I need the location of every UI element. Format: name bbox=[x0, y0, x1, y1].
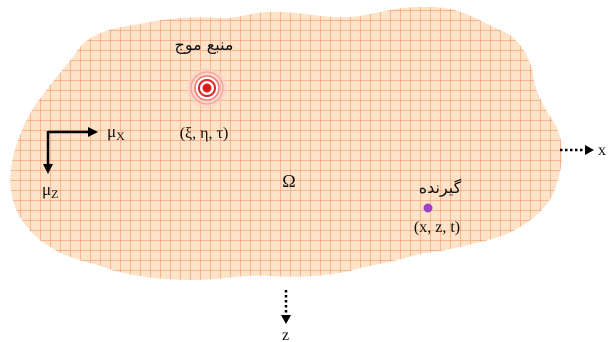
receiver-coords: (x, z, t) bbox=[414, 219, 460, 236]
unit-z-label: μZ bbox=[42, 180, 58, 201]
unit-vector-arrows bbox=[43, 127, 98, 174]
source-label: منبع موج bbox=[175, 35, 234, 55]
receiver-label: گیرنده bbox=[419, 178, 462, 198]
domain-label: Ω bbox=[282, 171, 295, 191]
receiver-dot bbox=[423, 203, 433, 213]
domain-region bbox=[10, 6, 562, 281]
z-axis-label: z bbox=[282, 327, 289, 342]
source-coords: (ξ, η, τ) bbox=[180, 125, 229, 142]
x-axis-arrow bbox=[560, 145, 594, 155]
unit-x-label: μX bbox=[107, 122, 125, 143]
z-axis-arrow bbox=[281, 290, 291, 324]
x-axis-label: x bbox=[598, 142, 606, 159]
wave-source-icon bbox=[187, 68, 227, 108]
